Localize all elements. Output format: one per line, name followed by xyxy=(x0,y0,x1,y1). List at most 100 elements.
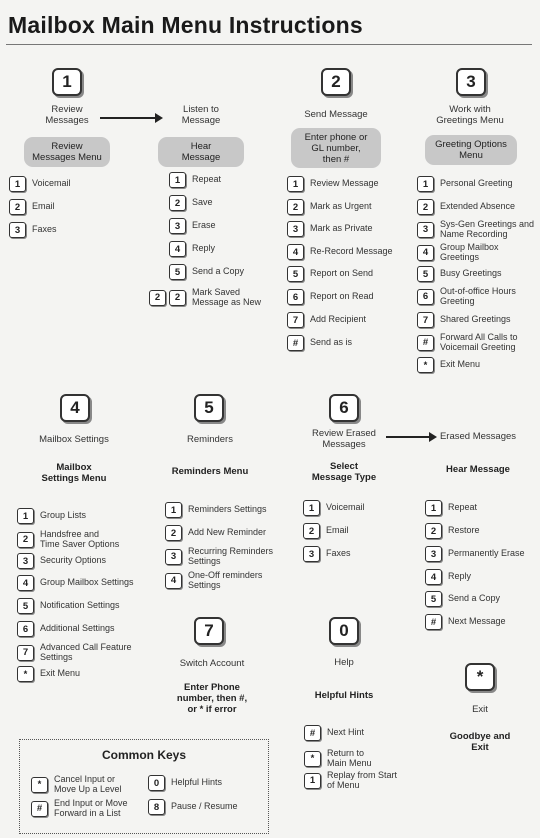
key-icon: 3 xyxy=(417,221,434,238)
key-icon: 3 xyxy=(287,221,304,237)
key-icon: * xyxy=(31,776,48,793)
key-icon: 2 xyxy=(303,523,320,539)
key-icon: # xyxy=(287,335,304,351)
menu-7-heading: Enter Phone number, then #, or * if erro… xyxy=(176,682,248,715)
title-divider xyxy=(6,44,532,45)
key-icon: 3 xyxy=(165,548,182,565)
key-icon: 8 xyxy=(148,799,165,815)
menu-0-caption: Help xyxy=(334,657,354,668)
option-label: Review Message xyxy=(310,178,379,189)
menu-6-heading: Select Message Type xyxy=(311,461,377,483)
key-icon: 4 xyxy=(165,572,182,589)
menu-5-heading: Reminders Menu xyxy=(171,466,249,477)
key-icon: 1 xyxy=(287,176,304,192)
key-icon: 6 xyxy=(17,621,34,637)
key-icon: 3 xyxy=(169,218,186,234)
option-label: Voicemail xyxy=(32,178,71,189)
option-label: Reminders Settings xyxy=(188,504,267,515)
menu-2-key: 2 xyxy=(321,68,351,96)
option-label: Restore xyxy=(448,525,480,536)
key-icon: 3 xyxy=(17,553,34,569)
key-icon: 2 xyxy=(417,199,434,215)
option-label: Notification Settings xyxy=(40,600,120,611)
key-icon: 0 xyxy=(148,775,165,791)
key-icon: 5 xyxy=(417,266,434,282)
option-label: Faxes xyxy=(326,548,351,559)
option-label: Permanently Erase xyxy=(448,548,525,559)
key-icon: 3 xyxy=(303,546,320,562)
option-label: Group Lists xyxy=(40,510,87,521)
key-icon: 2 xyxy=(149,289,166,306)
menu-1-key: 1 xyxy=(52,68,82,96)
menu-6-option-3: 3 Faxes xyxy=(303,546,351,562)
listen-menu-pill: Hear Message xyxy=(158,137,244,167)
menu-4-option-6: 6 Additional Settings xyxy=(17,621,115,637)
key-icon: 2 xyxy=(165,525,182,541)
option-label: Handsfree and Time Saver Options xyxy=(40,529,120,549)
option-label: Group Mailbox Settings xyxy=(40,577,134,588)
menu-4-key: 4 xyxy=(60,394,90,422)
option-label: Repeat xyxy=(448,502,478,513)
key-icon: 4 xyxy=(417,244,434,261)
menu-6-option-2: 2 Email xyxy=(303,523,349,539)
key-icon: # xyxy=(425,614,442,630)
menu-2-menu-pill: Enter phone or GL number, then # xyxy=(291,128,381,168)
menu-3-option-8: #Forward All Calls to Voicemail Greeting xyxy=(417,332,518,352)
option-label: Add Recipient xyxy=(310,314,367,325)
key-icon: # xyxy=(417,334,434,351)
option-label: Exit Menu xyxy=(440,359,481,370)
option-label: Voicemail xyxy=(326,502,365,513)
option-label: Exit Menu xyxy=(40,668,81,679)
key-icon: 2 xyxy=(287,199,304,215)
key-icon: 4 xyxy=(169,241,186,257)
option-label: Return to Main Menu xyxy=(327,748,372,768)
option-label: Additional Settings xyxy=(40,623,115,634)
menu-4-caption: Mailbox Settings xyxy=(39,434,109,445)
key-icon: 1 xyxy=(425,500,442,516)
common-key-item-1: * Cancel Input or Move Up a Level xyxy=(31,774,122,794)
common-key-item-3: 0 Helpful Hints xyxy=(148,775,222,791)
key-icon: 1 xyxy=(417,176,434,192)
key-icon: 6 xyxy=(417,288,434,305)
exit-caption: Exit xyxy=(472,704,488,715)
listen-caption: Listen to Message xyxy=(181,104,221,126)
erased-heading: Hear Message xyxy=(446,464,510,475)
erased-option-6: #Next Message xyxy=(425,614,506,630)
option-label: Email xyxy=(326,525,349,536)
common-key-label: Cancel Input or Move Up a Level xyxy=(54,774,122,794)
menu-6-key: 6 xyxy=(329,394,359,422)
menu-5-key: 5 xyxy=(194,394,224,422)
key-icon: 1 xyxy=(9,176,26,192)
exit-key: * xyxy=(465,663,495,691)
option-label: Save xyxy=(192,197,213,208)
menu-0-heading: Helpful Hints xyxy=(314,690,374,701)
option-label: Send a Copy xyxy=(192,266,245,277)
option-label: Out-of-office Hours Greeting xyxy=(440,286,516,306)
menu-6-caption: Review Erased Messages xyxy=(312,428,376,450)
common-key-label: Helpful Hints xyxy=(171,777,223,788)
option-label: Email xyxy=(32,201,55,212)
menu-2-option-8: #Send as is xyxy=(287,335,352,351)
arrow-to-erased xyxy=(386,432,437,442)
key-icon: # xyxy=(31,800,48,817)
option-label: Add New Reminder xyxy=(188,527,267,538)
